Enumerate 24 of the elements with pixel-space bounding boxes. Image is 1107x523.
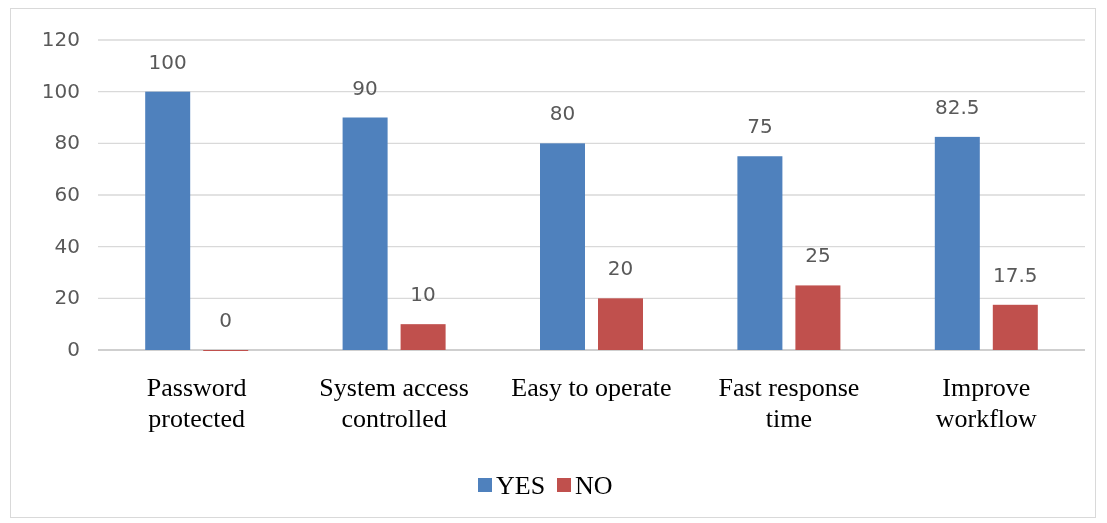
y-tick-label: 80 <box>54 130 80 155</box>
y-tick-label: 20 <box>54 285 80 310</box>
y-tick-label: 120 <box>41 27 80 51</box>
y-tick-label: 0 <box>67 337 80 361</box>
data-label: 10 <box>409 282 437 307</box>
y-tick-label: 40 <box>54 233 80 258</box>
category-label: Password protected <box>145 372 248 434</box>
category-label: Easy to operate <box>510 372 673 403</box>
legend-label: NO <box>575 470 613 501</box>
data-label: 80 <box>548 101 577 126</box>
data-label: 0 <box>218 308 234 332</box>
data-label: 17.5 <box>992 262 1039 287</box>
data-label: 82.5 <box>934 94 981 119</box>
data-label: 25 <box>804 243 832 268</box>
category-label: Fast response time <box>717 372 861 434</box>
category-label: System access controlled <box>318 372 470 434</box>
data-label: 20 <box>606 256 635 281</box>
category-label: Improve workflow <box>934 372 1038 434</box>
data-label: 100 <box>147 49 188 74</box>
y-tick-label: 60 <box>54 182 80 206</box>
y-tick-label: 100 <box>41 78 80 103</box>
legend-label: YES <box>496 470 546 501</box>
data-label: 75 <box>746 114 774 139</box>
data-label: 90 <box>351 75 379 100</box>
